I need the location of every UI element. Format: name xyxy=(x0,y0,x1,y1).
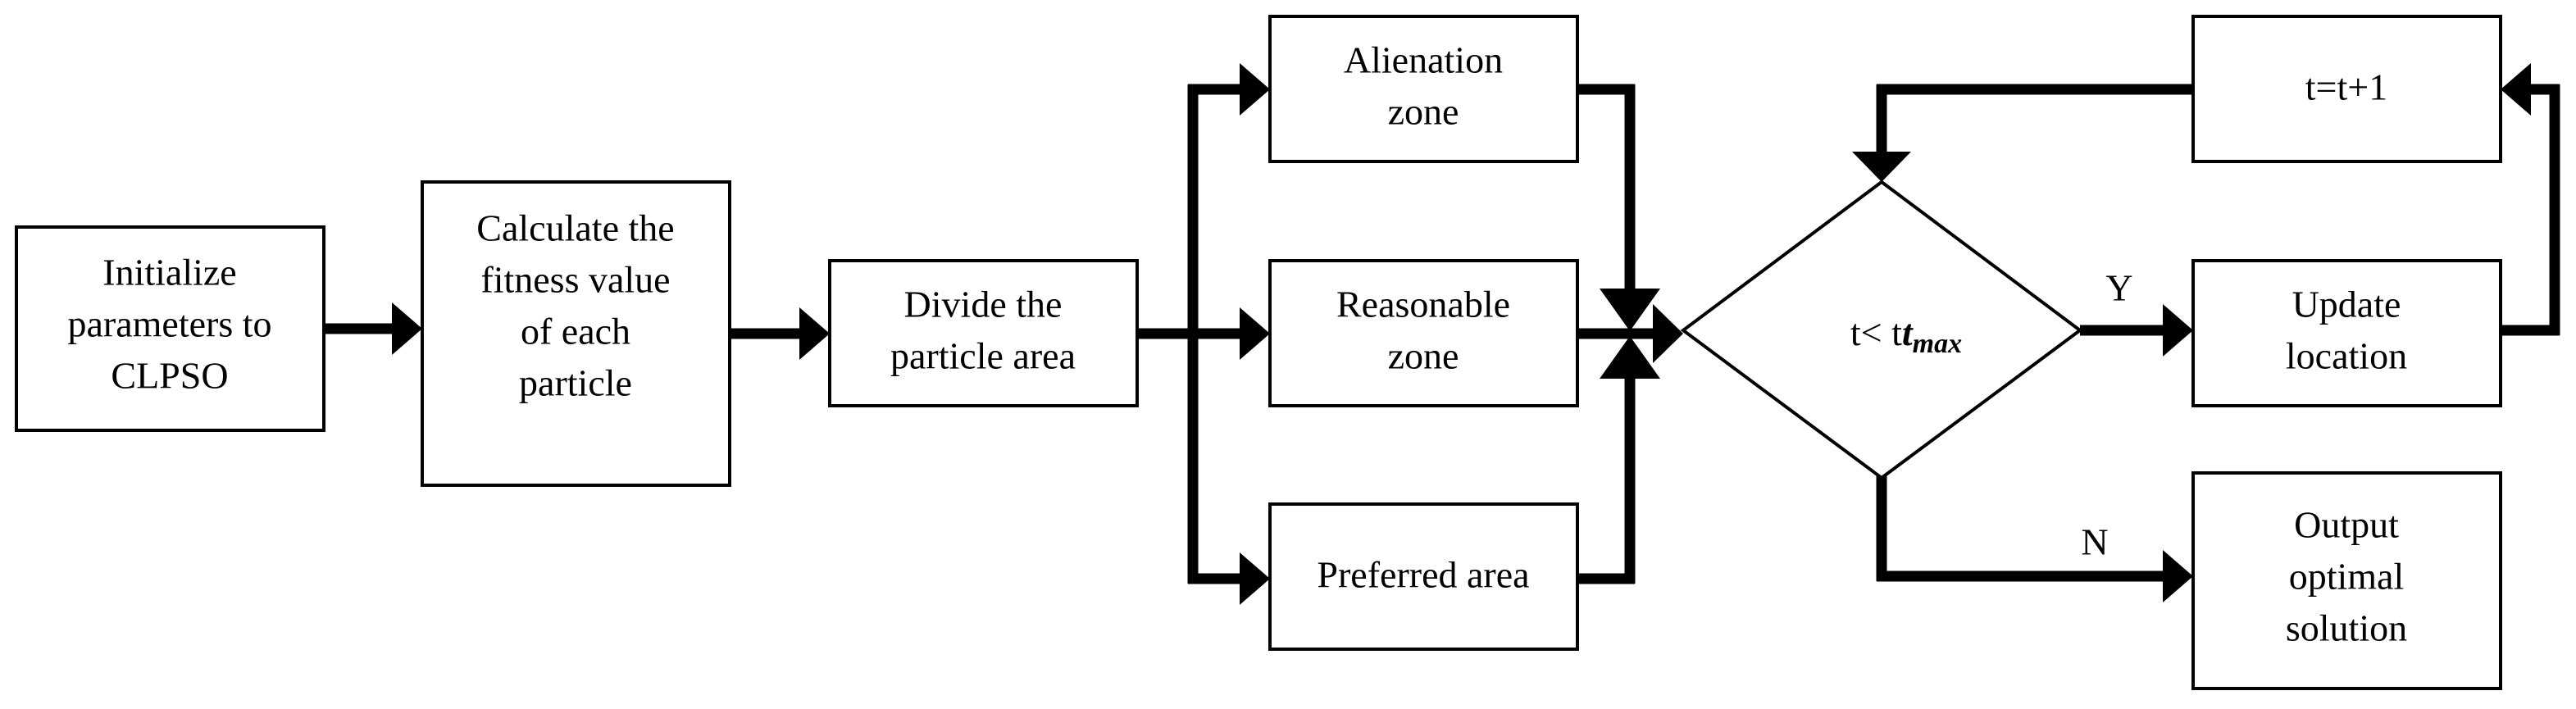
node-label-line: location xyxy=(2286,335,2407,377)
node-label-line: particle area xyxy=(890,335,1076,377)
edge-zones-merge-to-condition xyxy=(1572,84,1683,584)
node-box-shape xyxy=(2191,15,2502,163)
arrowhead-icon xyxy=(1240,307,1270,360)
node-label-line: Divide the xyxy=(904,284,1063,325)
node-initialize[interactable]: Initialize parameters to CLPSO xyxy=(15,225,325,432)
arrowhead-icon xyxy=(1852,152,1911,182)
node-box-shape xyxy=(2191,259,2502,407)
node-preferred-area[interactable]: Preferred area xyxy=(1268,502,1579,651)
node-label-line: Alienation xyxy=(1344,39,1503,81)
node-t-increment[interactable]: t=t+1 xyxy=(2191,15,2502,163)
arrowhead-icon xyxy=(1240,63,1270,116)
edge-condition-no-to-output xyxy=(1876,473,2193,602)
arrowhead-icon xyxy=(799,307,830,360)
node-t-condition[interactable]: t< ttmax xyxy=(1680,180,2083,480)
edge-initialize-to-calculate xyxy=(324,302,422,355)
node-label-line: parameters to xyxy=(67,303,271,345)
node-alienation-zone[interactable]: Alienation zone xyxy=(1268,15,1579,163)
node-box-shape xyxy=(828,259,1139,407)
node-update-location[interactable]: Update location xyxy=(2191,259,2502,407)
node-divide-area[interactable]: Divide the particle area xyxy=(828,259,1139,407)
node-condition-expression: t< ttmax xyxy=(1850,311,1962,359)
edge-labels-layer: Y N xyxy=(2081,267,2132,563)
arrowhead-icon xyxy=(2501,63,2531,116)
node-label-line: t=t+1 xyxy=(2305,66,2387,108)
node-label-line: Reasonable xyxy=(1336,284,1510,325)
condition-operand: t< t xyxy=(1850,311,1902,353)
edge-calculate-to-divide xyxy=(730,307,830,360)
arrowhead-icon xyxy=(392,302,422,355)
edge-condition-yes-to-update xyxy=(2080,304,2193,357)
edge-label-yes: Y xyxy=(2105,267,2132,309)
node-label-line: fitness value xyxy=(480,259,670,301)
node-reasonable-zone[interactable]: Reasonable zone xyxy=(1268,259,1579,407)
arrowhead-icon xyxy=(2163,304,2193,357)
edge-update-to-increment xyxy=(2501,63,2560,336)
condition-subscript: max xyxy=(1913,329,1962,359)
node-label-line: Initialize xyxy=(102,252,236,293)
node-label-line: Update xyxy=(2292,284,2401,325)
condition-variable: t xyxy=(1902,311,1914,353)
connectors-layer xyxy=(324,63,2560,605)
node-box-shape xyxy=(1268,259,1579,407)
node-label-line: Output xyxy=(2294,504,2399,546)
node-diamond-shape xyxy=(1680,180,2083,480)
arrowhead-icon xyxy=(2163,550,2193,602)
arrowhead-icon xyxy=(1653,304,1683,363)
node-label-line: Preferred area xyxy=(1317,554,1529,596)
arrowhead-icon xyxy=(1600,289,1660,331)
node-label-line: particle xyxy=(519,362,632,404)
arrowhead-icon xyxy=(1600,336,1660,379)
node-box-shape xyxy=(2191,471,2502,690)
edge-label-no: N xyxy=(2081,521,2108,563)
node-output-solution[interactable]: Output optimal solution xyxy=(2191,471,2502,690)
node-label-line: solution xyxy=(2286,607,2407,649)
node-label-line: of each xyxy=(521,311,630,352)
edge-divide-to-zones-bus xyxy=(1137,63,1270,605)
edge-increment-to-condition xyxy=(1852,84,2193,182)
node-label-line: optimal xyxy=(2289,556,2405,598)
node-box-shape xyxy=(421,180,731,487)
node-box-shape xyxy=(1268,502,1579,651)
node-calculate-fitness[interactable]: Calculate the fitness value of each part… xyxy=(421,180,731,487)
node-label-line: zone xyxy=(1388,335,1459,377)
node-box-shape xyxy=(15,225,325,432)
arrowhead-icon xyxy=(1240,552,1270,605)
node-box-shape xyxy=(1268,15,1579,163)
node-label-line: zone xyxy=(1388,91,1459,133)
node-label-line: Calculate the xyxy=(476,207,674,249)
node-label-line: CLPSO xyxy=(111,355,228,397)
